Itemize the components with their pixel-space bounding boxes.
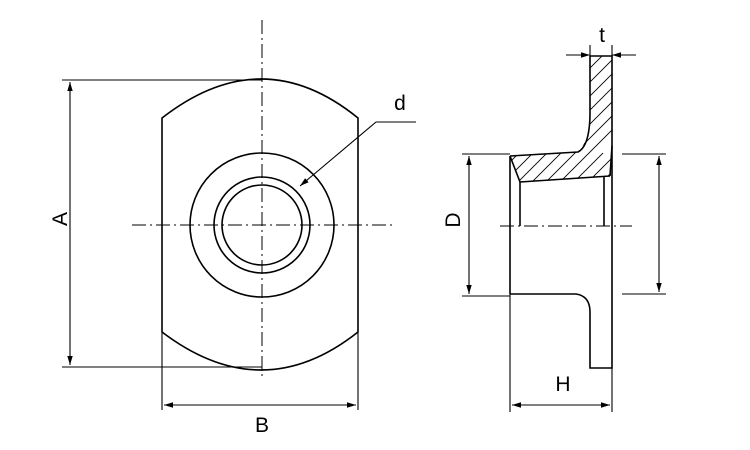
label-D: D [442, 212, 465, 227]
dimension-right-unlabeled [622, 153, 666, 295]
flange-fillet-top [509, 111, 591, 157]
dimension-d-outer: D [442, 153, 510, 297]
chamfer-left [509, 155, 521, 183]
label-H: H [555, 373, 570, 396]
leader-line-d [299, 121, 377, 187]
dimension-h: H [509, 294, 613, 412]
front-view [132, 20, 392, 380]
flange-outline [589, 55, 613, 369]
section-hatching [510, 56, 612, 182]
chamfer-right [609, 145, 613, 177]
leader-d: d [299, 92, 416, 187]
dimension-b: B [161, 332, 359, 437]
dimension-a: A [49, 79, 262, 368]
flange-fillet-bottom [510, 293, 591, 313]
section-inner-line [519, 175, 611, 183]
label-b: B [255, 414, 269, 437]
dimension-t: t [566, 24, 636, 58]
label-t: t [599, 24, 605, 47]
label-a: A [49, 212, 72, 226]
label-d: d [394, 92, 406, 115]
